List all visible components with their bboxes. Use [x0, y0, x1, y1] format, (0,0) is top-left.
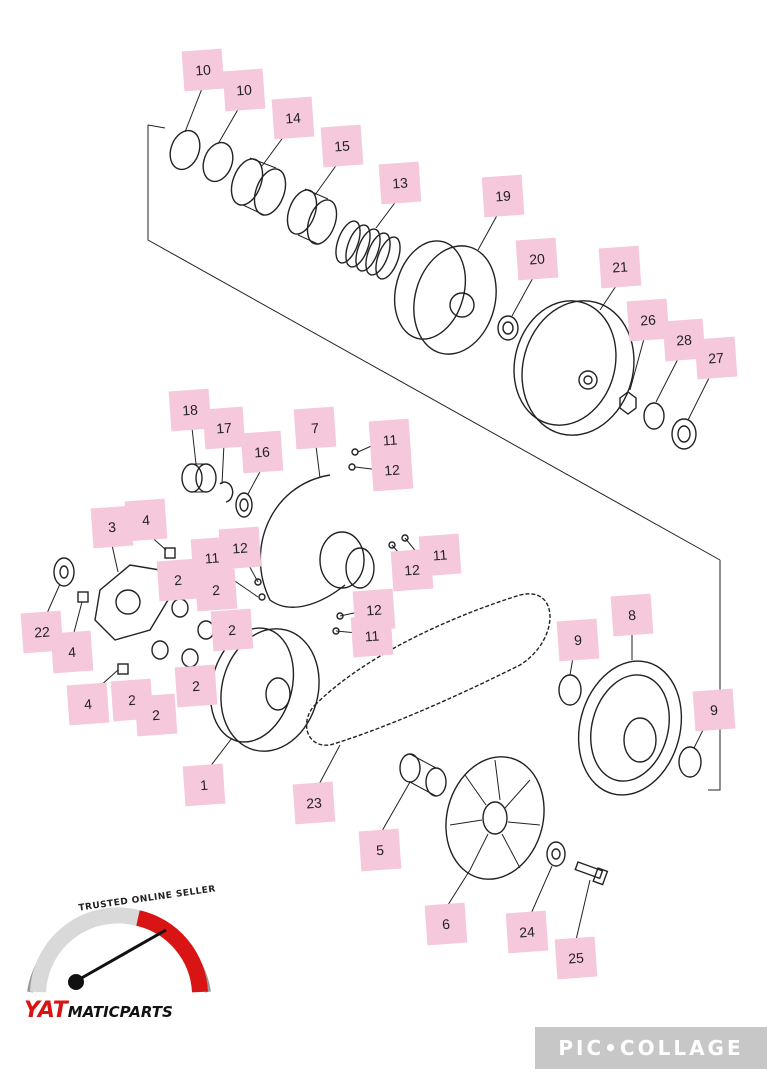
- bearing-16: [235, 492, 253, 518]
- callout-9a: 9: [556, 618, 600, 662]
- callout-2d: 2: [174, 664, 218, 708]
- callout-8: 8: [610, 593, 654, 637]
- v-belt-23: [305, 593, 551, 746]
- callout-14: 14: [271, 96, 315, 140]
- leader-16: [247, 467, 263, 495]
- leader-27: [687, 371, 713, 421]
- callout-23: 23: [292, 781, 336, 825]
- nut-26: [619, 391, 637, 415]
- callout-7: 7: [293, 406, 337, 450]
- fan-pulley-6: [445, 756, 545, 880]
- collar-5: [399, 753, 447, 797]
- callout-24: 24: [505, 910, 549, 954]
- callout-12a: 12: [370, 448, 414, 492]
- brand-black-text: MATICPARTS: [67, 1003, 173, 1021]
- leader-25: [575, 879, 591, 941]
- callout-2b: 2: [194, 568, 238, 612]
- callout-4b: 4: [50, 630, 94, 674]
- callout-10b: 10: [222, 68, 266, 112]
- callout-25: 25: [554, 936, 598, 980]
- leader-20: [511, 273, 536, 317]
- leader-19: [477, 209, 501, 251]
- clutch-carrier-19: [394, 240, 497, 355]
- leader-10b: [217, 105, 241, 145]
- leader-28: [655, 354, 681, 403]
- o-ring-9a: [558, 674, 582, 706]
- callout-17: 17: [202, 406, 246, 450]
- sheave-7: [259, 474, 375, 608]
- callout-2c: 2: [210, 608, 254, 652]
- circlip-17: [219, 481, 234, 503]
- o-ring-9b: [678, 746, 702, 778]
- callout-1: 1: [182, 763, 226, 807]
- washer-20: [497, 315, 519, 341]
- speedometer-icon: [27, 907, 211, 993]
- bearing-27: [671, 418, 697, 450]
- pins-11-12: [254, 448, 409, 635]
- frame-outline: [147, 125, 721, 561]
- callout-10a: 10: [181, 48, 225, 92]
- callout-27: 27: [694, 336, 738, 380]
- brand-red-text: YAT: [24, 998, 68, 1023]
- leader-10a: [184, 85, 204, 133]
- washer-22: [53, 557, 75, 587]
- callout-4a: 4: [124, 498, 168, 542]
- bolt-25: [574, 861, 609, 886]
- sliders-4: [77, 547, 176, 675]
- leader-24: [529, 865, 553, 917]
- pic-collage-watermark: PIC•COLLAGE: [535, 1027, 767, 1069]
- collar-15: [286, 188, 338, 245]
- callout-12c: 12: [390, 548, 434, 592]
- callout-11d: 11: [350, 614, 394, 658]
- callout-9b: 9: [692, 688, 736, 732]
- washer-28: [643, 402, 665, 430]
- callout-2a: 2: [156, 558, 200, 602]
- callout-16: 16: [240, 430, 284, 474]
- leader-17: [221, 443, 225, 485]
- collar-14: [230, 157, 287, 216]
- o-ring-10a: [169, 129, 201, 171]
- o-ring-10b: [202, 141, 234, 183]
- leader-3: [111, 544, 119, 573]
- washer-24: [546, 841, 566, 867]
- callout-21: 21: [598, 245, 642, 289]
- spring-13: [335, 220, 401, 280]
- ramp-plate-3: [94, 564, 169, 641]
- callout-5: 5: [358, 828, 402, 872]
- frame-top-edge: [147, 124, 166, 129]
- secondary-sheave-8: [577, 660, 683, 796]
- callout-19: 19: [481, 174, 525, 218]
- callout-20: 20: [515, 237, 559, 281]
- leader-26: [629, 334, 646, 391]
- leader-7: [315, 445, 321, 479]
- callout-6: 6: [424, 902, 468, 946]
- leader-6: [445, 869, 471, 909]
- callout-13: 13: [378, 161, 422, 205]
- frame-outline-right: [708, 560, 721, 791]
- callout-2f: 2: [134, 693, 178, 737]
- clutch-housing-21: [513, 300, 635, 436]
- leader-18: [191, 427, 197, 465]
- seller-logo: TRUSTED ONLINE SELLER YATMATICPARTS: [18, 880, 218, 1030]
- callout-4c: 4: [66, 682, 110, 726]
- brand-name: YATMATICPARTS: [24, 998, 173, 1023]
- bearing-18: [181, 463, 217, 493]
- callout-15: 15: [320, 124, 364, 168]
